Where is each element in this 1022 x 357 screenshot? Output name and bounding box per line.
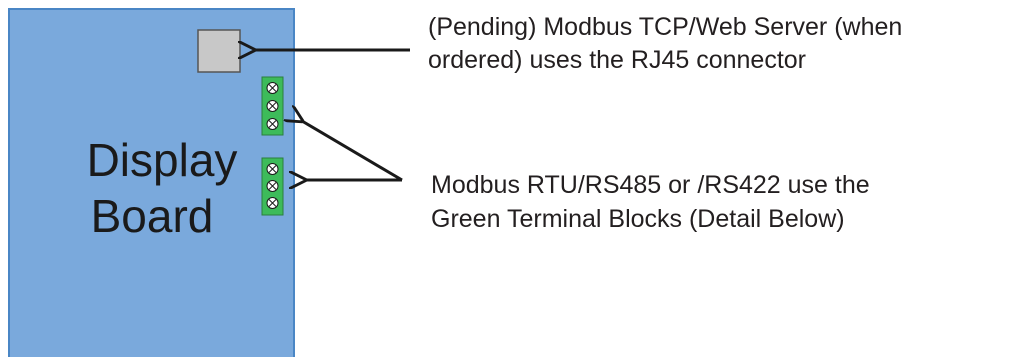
tcp-annotation-line2: ordered) uses the RJ45 connector <box>428 46 806 74</box>
terminal-block-upper <box>261 76 284 136</box>
rtu-annotation-line2: Green Terminal Blocks (Detail Below) <box>431 205 845 233</box>
rtu-annotation-line1: Modbus RTU/RS485 or /RS422 use the <box>431 171 870 199</box>
screw-x-icon <box>266 163 279 175</box>
screw-x-icon <box>266 197 279 209</box>
screw-x-icon <box>266 100 279 112</box>
screw-x-icon <box>266 180 279 192</box>
board-label-line1: Display <box>87 134 238 186</box>
terminal-block-lower <box>261 157 284 216</box>
screw-x-icon <box>266 82 279 94</box>
rj45-connector <box>197 29 241 73</box>
screw-x-icon <box>266 118 279 130</box>
board-label-line2: Board <box>91 190 214 242</box>
arrow-to-upper-terminal-block <box>302 121 403 182</box>
tcp-annotation-line1: (Pending) Modbus TCP/Web Server (when <box>428 13 902 41</box>
display-board <box>8 8 295 357</box>
